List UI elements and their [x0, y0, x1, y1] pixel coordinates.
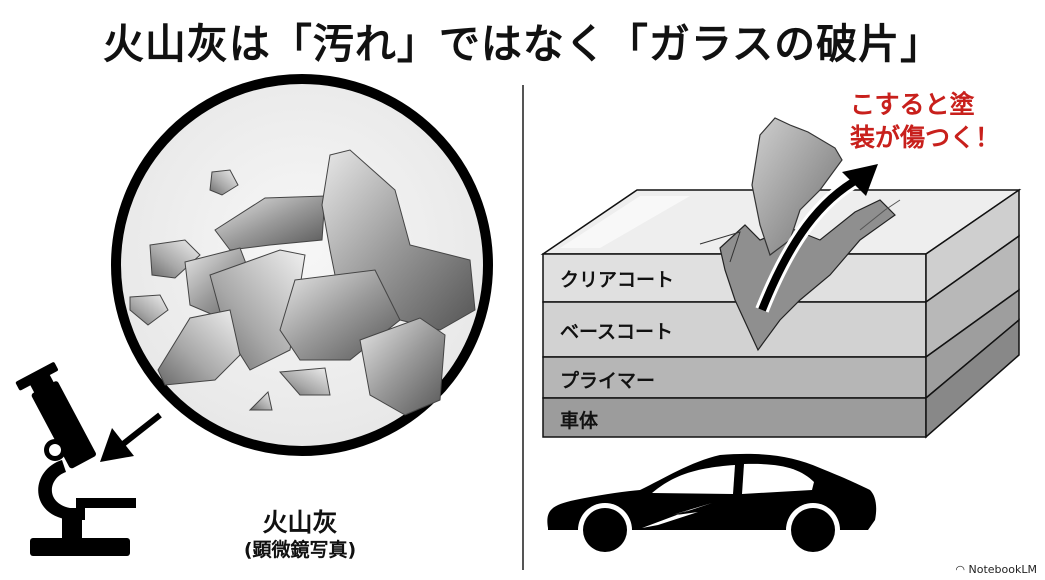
- car-icon: [547, 453, 877, 557]
- scratch-warning-line2: 装が傷つく！: [850, 123, 1001, 152]
- ash-caption: 火山灰 (顕微鏡写真): [200, 508, 400, 562]
- layer-label-primer: プライマー: [560, 370, 656, 392]
- layer-label-clear-coat: クリアコート: [560, 269, 675, 291]
- arrow-to-microscope-icon: [100, 412, 162, 462]
- microscope-icon: [15, 362, 136, 556]
- paint-layers-diagram: [540, 188, 1022, 439]
- ash-magnified-circle: [100, 74, 493, 462]
- layer-label-car-body: 車体: [560, 410, 599, 432]
- glass-shards-image: [129, 149, 476, 416]
- scratch-warning-line1: こすると塗: [850, 90, 975, 119]
- scratch-mark-icon: [642, 503, 712, 528]
- scratch-warning: こすると塗 装が傷つく！: [850, 88, 1000, 154]
- notebooklm-logo-icon: ◠: [955, 563, 969, 576]
- glass-shard-icon: [751, 117, 843, 256]
- page-title: 火山灰は「汚れ」ではなく「ガラスの破片」: [102, 20, 943, 68]
- ash-caption-sub: (顕微鏡写真): [243, 539, 357, 561]
- scratch-direction-arrow-icon: [755, 164, 878, 313]
- panel-divider: [522, 85, 524, 570]
- watermark-text: NotebookLM: [968, 563, 1037, 576]
- layer-label-base-coat: ベースコート: [560, 321, 674, 343]
- watermark: ◠ NotebookLM: [955, 563, 1037, 576]
- ash-caption-main: 火山灰: [262, 508, 338, 537]
